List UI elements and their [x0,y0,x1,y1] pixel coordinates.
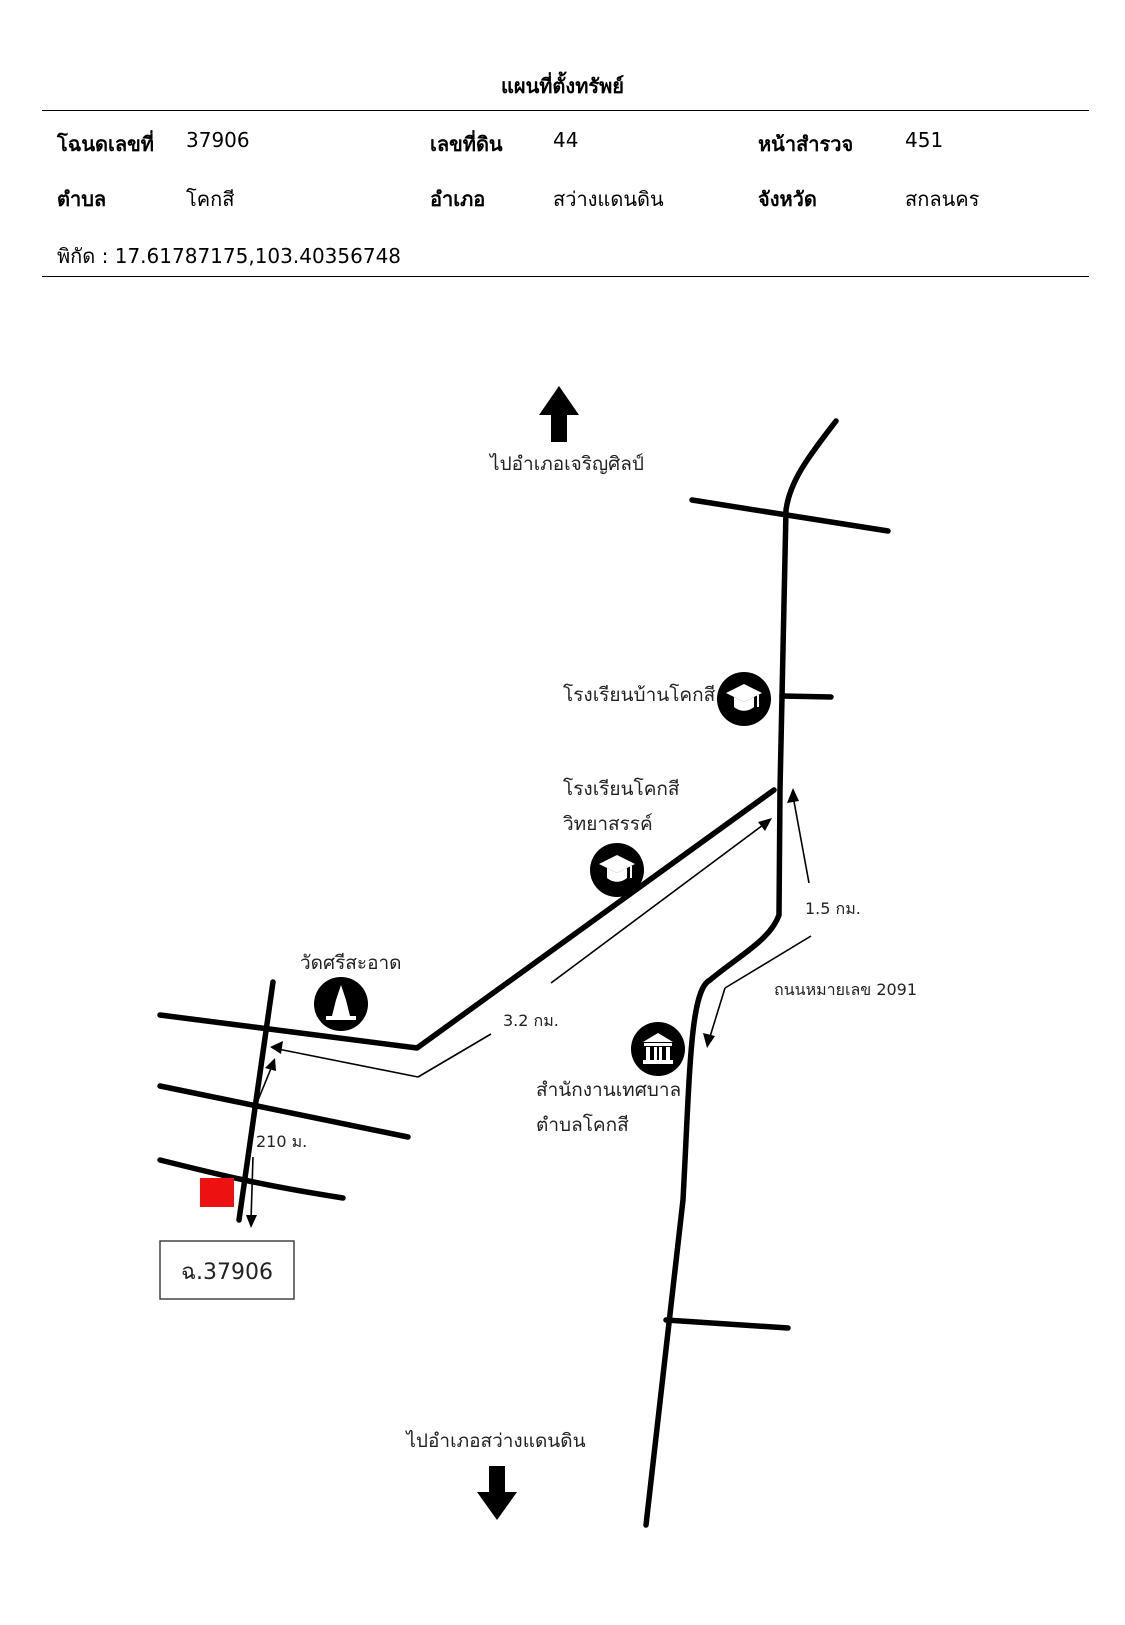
road-2091-arrow [703,935,812,1048]
school-icon-2 [590,843,644,897]
distance-arrow-3-2km [270,818,772,1078]
distance-label-210m: 210 ม. [256,1132,307,1151]
office-icon [631,1022,685,1076]
office-label-line1: สำนักงานเทศบาล [536,1079,681,1101]
district-label: อำเภอ [430,187,486,211]
school-label: โรงเรียนบ้านโคกสี [563,683,716,706]
survey-page-value: 451 [905,128,944,152]
office-label-line2: ตำบลโคกสี [536,1113,629,1136]
school-2-label-line1: โรงเรียนโคกสี [563,777,680,800]
school-2-label-line2: วิทยาสรรค์ [563,813,653,835]
parcel-label: ฉ.37906 [181,1260,273,1285]
west-road-2 [157,1083,411,1140]
west-road-3 [157,1157,346,1201]
south-arrow-icon [477,1466,517,1520]
property-parcel [200,1178,234,1207]
south-side-road [663,1317,791,1331]
land-no-label: เลขที่ดิน [430,132,503,156]
header-top-rule [42,110,1089,111]
diagonal-road [157,787,777,1051]
north-arrow-icon [539,386,579,442]
deed-no-value: 37906 [186,128,250,152]
road-number-label: ถนนหมายเลข 2091 [774,980,917,999]
district-value: สว่างแดนดิน [553,187,664,211]
school-icon [717,672,771,726]
header-bottom-rule [42,276,1089,277]
distance-arrow-1-5km [787,788,810,884]
distance-label-1-5km: 1.5 กม. [805,899,861,918]
temple-icon [314,977,368,1031]
distance-arrow-210m [246,1058,276,1228]
distance-label-3-2km: 3.2 กม. [503,1011,559,1030]
north-direction-label: ไปอำเภอเจริญศิลป์ [488,453,644,475]
school-side-road [779,693,834,700]
parcel-label-box [159,1240,295,1300]
land-no-value: 44 [553,128,579,152]
south-direction-label: ไปอำเภอสว่างแดนดิน [404,1430,585,1452]
deed-no-label: โฉนดเลขที่ [57,132,154,156]
province-value: สกลนคร [905,187,980,211]
subdistrict-label: ตำบล [57,187,107,211]
subdistrict-value: โคกสี [186,187,235,211]
coordinates: พิกัด : 17.61787175,103.40356748 [57,244,402,268]
province-label: จังหวัด [758,187,817,211]
page-title: แผนที่ตั้งทรัพย์ [500,74,625,98]
temple-label: วัดศรีสะอาด [300,952,402,974]
main-road [643,418,839,1528]
survey-page-label: หน้าสำรวจ [758,132,854,156]
north-crossroad [689,497,891,534]
